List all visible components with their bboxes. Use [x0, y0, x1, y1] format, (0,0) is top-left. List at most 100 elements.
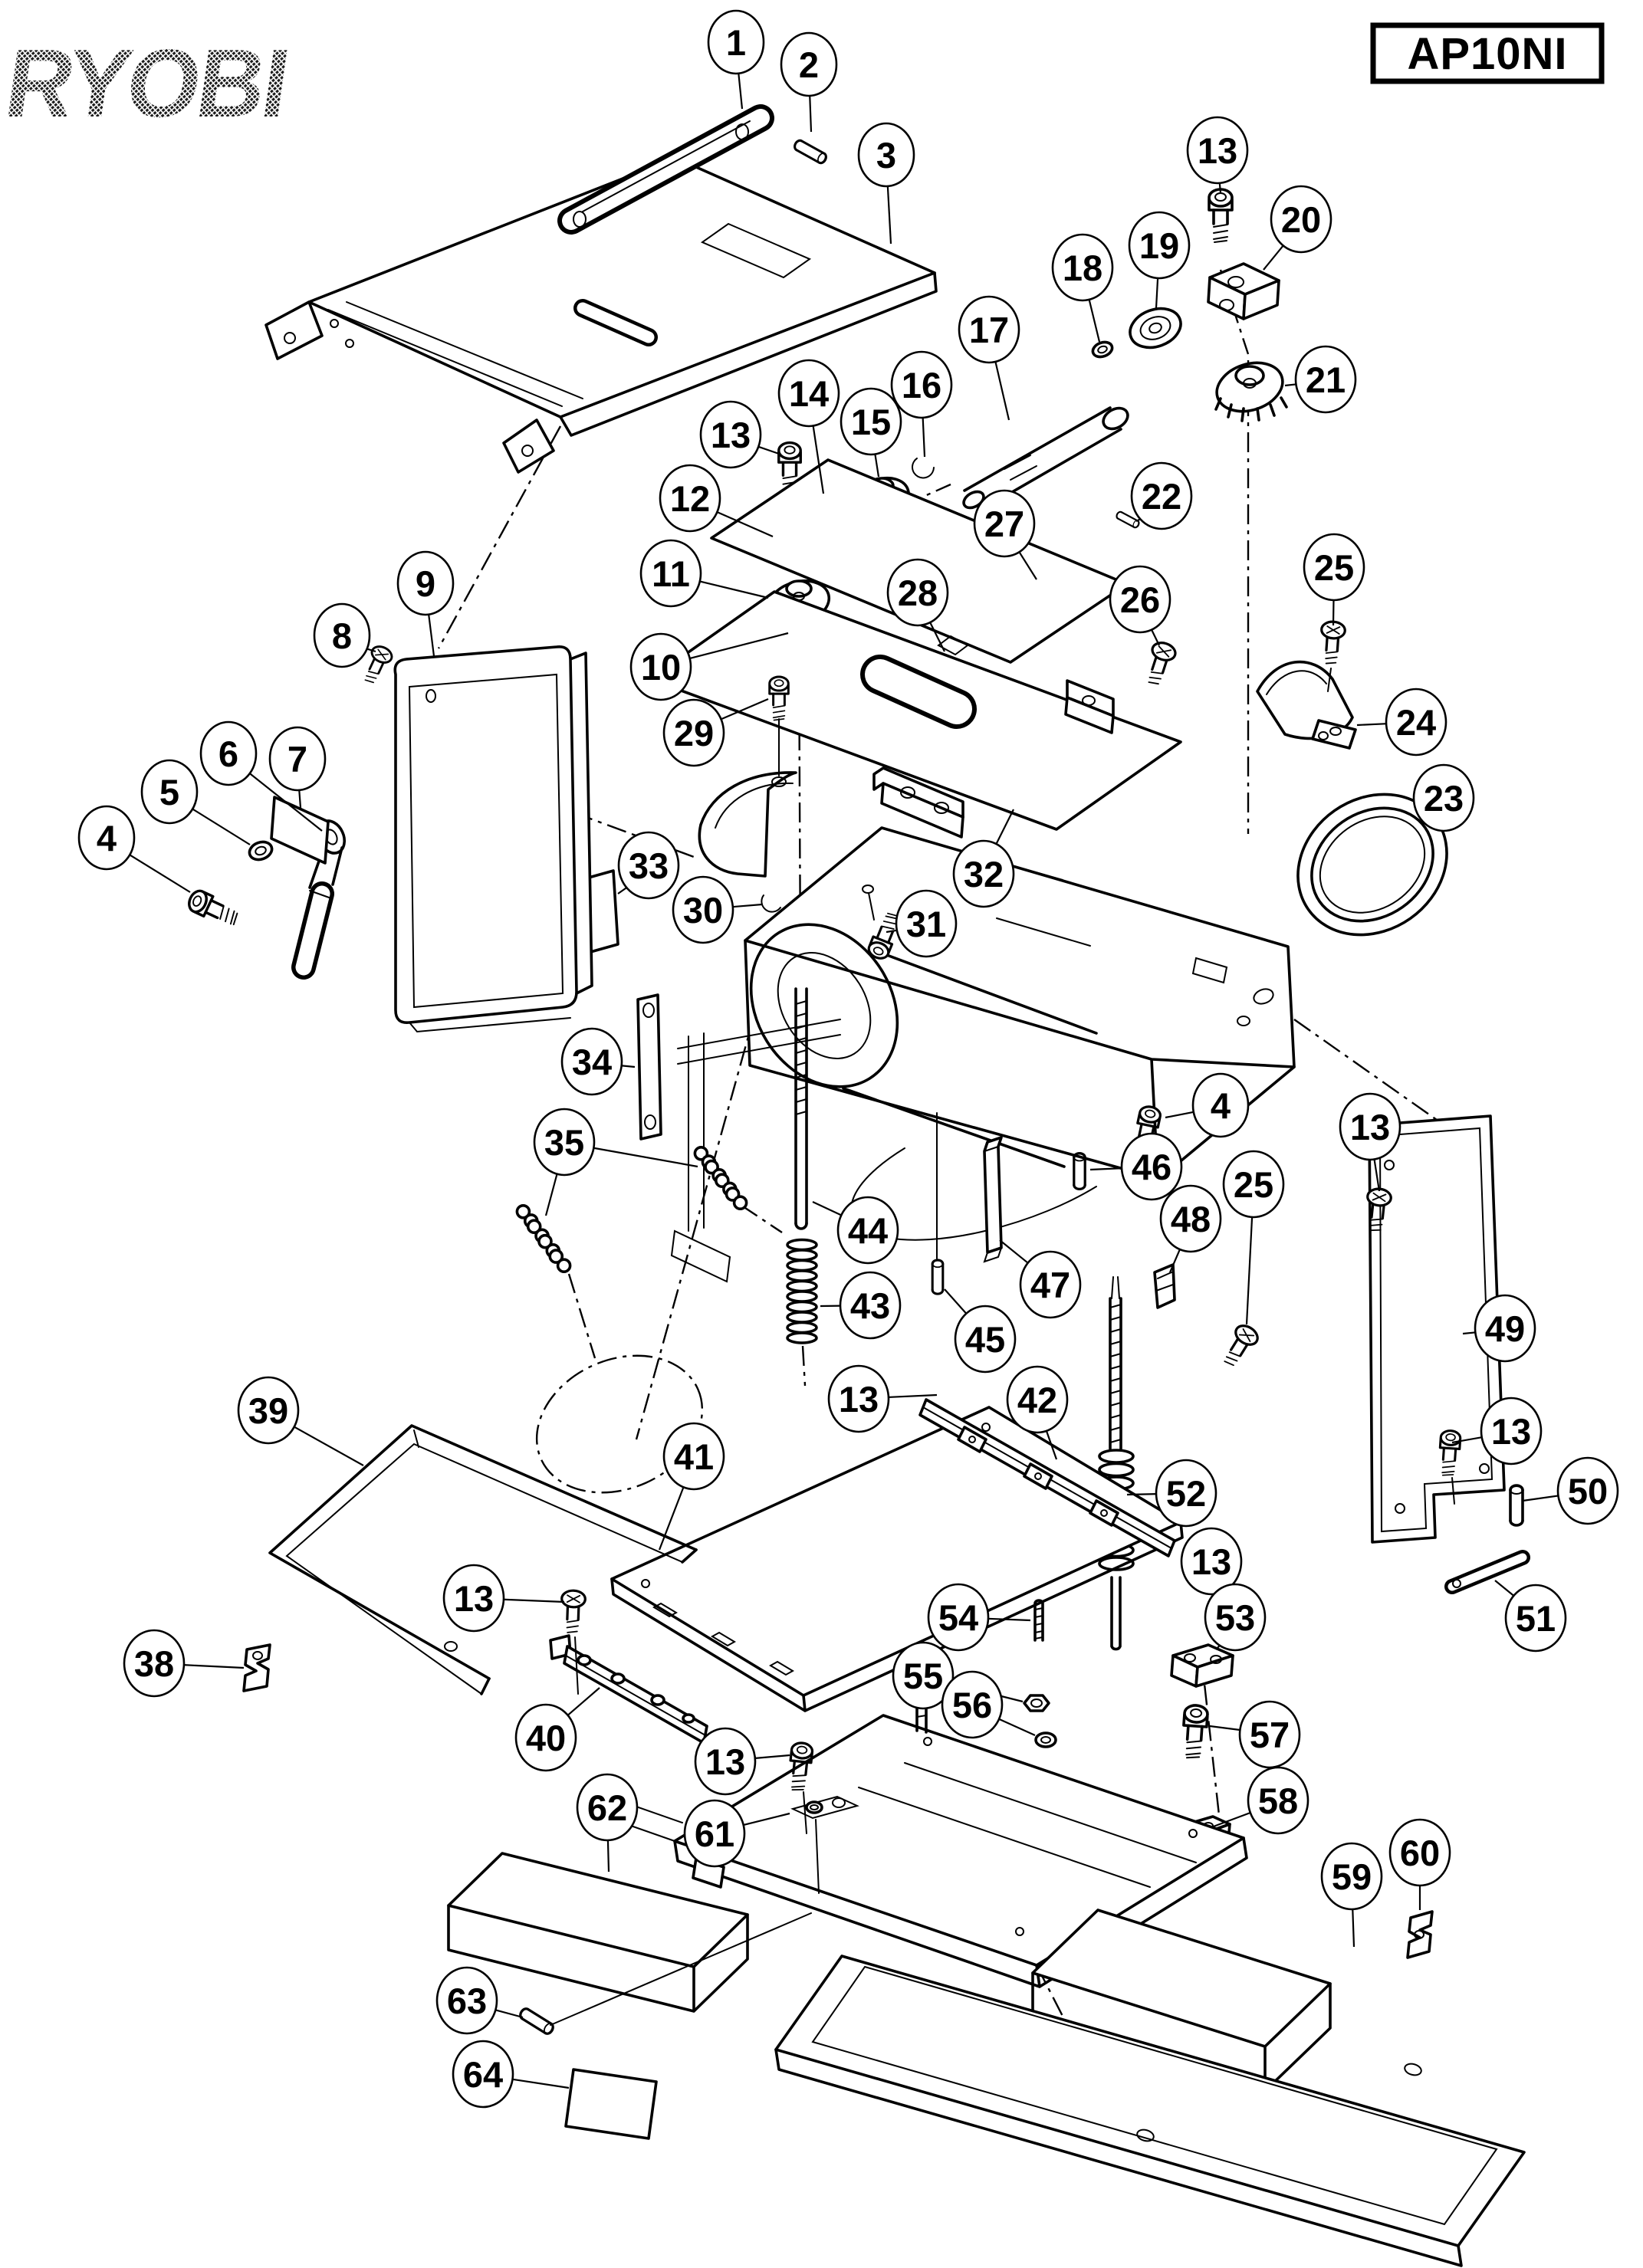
leader-b46 [1089, 1167, 1122, 1171]
part-belt-guard [1256, 619, 1357, 750]
model-label: AP10NI [1370, 22, 1605, 84]
balloon-b59: 59 [1320, 1842, 1383, 1911]
balloon-number-b58: 58 [1258, 1781, 1298, 1821]
leader-b12 [716, 510, 774, 538]
part-screw-13g-13h-61 [786, 1741, 859, 1894]
part-wedge-48 [1153, 1263, 1176, 1309]
leader-b61 [742, 1812, 790, 1827]
balloon-b22: 22 [1130, 461, 1193, 530]
leader-b7 [298, 789, 302, 809]
balloon-b13f: 13 [1180, 1527, 1243, 1596]
balloon-number-b62: 62 [587, 1787, 627, 1828]
leader-b3 [886, 185, 892, 245]
brand-logo: RYOBI [0, 29, 294, 137]
balloon-number-b63: 63 [447, 1981, 487, 2021]
balloon-number-b13g: 13 [454, 1578, 494, 1619]
balloon-number-b19: 19 [1139, 225, 1179, 266]
leader-b48 [1168, 1248, 1181, 1273]
balloon-b40: 40 [514, 1703, 577, 1772]
balloon-number-b51: 51 [1516, 1598, 1556, 1639]
leader-b57 [1209, 1725, 1241, 1731]
balloon-b4b: 4 [1191, 1072, 1250, 1138]
balloon-b6: 6 [199, 720, 258, 786]
leader-b18 [1088, 298, 1101, 343]
leader-b9 [427, 613, 435, 657]
balloon-b39: 39 [237, 1376, 300, 1445]
balloon-number-b38: 38 [134, 1643, 174, 1684]
balloon-b51: 51 [1504, 1584, 1567, 1653]
balloon-number-b59: 59 [1332, 1856, 1372, 1897]
part-guide-rod-47 [983, 1136, 1003, 1263]
balloon-number-b6: 6 [219, 734, 238, 774]
part-top-cover [265, 156, 938, 474]
part-label-7 [270, 796, 330, 865]
leader-b4a [128, 853, 191, 893]
balloon-b34: 34 [560, 1027, 623, 1096]
leader-b13c [1373, 1158, 1381, 1192]
balloon-b60: 60 [1388, 1818, 1451, 1887]
part-stud-54 [1033, 1599, 1044, 1642]
balloon-b27: 27 [973, 489, 1036, 558]
balloon-b13h: 13 [694, 1727, 757, 1796]
balloon-number-b23: 23 [1424, 778, 1464, 819]
balloon-number-b4b: 4 [1211, 1085, 1231, 1126]
part-clamp-38 [242, 1643, 271, 1692]
balloon-number-b33: 33 [629, 845, 669, 886]
part-link-34 [636, 993, 662, 1141]
leader-b39 [293, 1426, 364, 1466]
leader-b19 [1155, 277, 1159, 309]
balloon-b18: 18 [1051, 233, 1114, 302]
balloon-b3: 3 [857, 122, 915, 188]
leader-b25b [1245, 1216, 1254, 1325]
balloon-number-b25b: 25 [1234, 1164, 1273, 1205]
balloon-b55: 55 [892, 1641, 955, 1710]
part-blade-bar-42 [918, 1398, 1176, 1557]
part-clamp-60 [1406, 1910, 1434, 1959]
leader-b4b [1165, 1111, 1194, 1119]
balloon-b53: 53 [1204, 1583, 1267, 1652]
balloon-b47: 47 [1019, 1250, 1082, 1319]
leader-b31 [886, 929, 898, 934]
leader-b64 [511, 2078, 570, 2089]
balloon-number-b57: 57 [1250, 1715, 1290, 1755]
part-pin-63 [517, 1912, 812, 2037]
balloon-b32: 32 [952, 839, 1015, 908]
leader-b50 [1522, 1495, 1559, 1502]
balloon-number-b10: 10 [641, 647, 681, 688]
part-screw-57 [1180, 1703, 1210, 1761]
leader-b20 [1263, 245, 1285, 271]
leader-b54 [987, 1617, 1031, 1622]
balloon-number-b2: 2 [799, 44, 819, 85]
part-support-frame-39 [268, 1424, 698, 1695]
balloon-b26: 26 [1109, 565, 1171, 634]
balloon-b61: 61 [683, 1799, 746, 1868]
balloon-b7: 7 [268, 726, 327, 792]
leader-b42 [1045, 1429, 1058, 1460]
leader-b13b [757, 445, 780, 455]
leader-b17 [994, 360, 1010, 421]
balloon-number-b41: 41 [674, 1436, 714, 1477]
balloon-b29: 29 [662, 698, 725, 767]
leader-b13a [1218, 182, 1222, 194]
leader-b33 [617, 886, 628, 894]
leader-b62 [606, 1840, 610, 1872]
balloon-number-b50: 50 [1568, 1471, 1608, 1511]
part-bracket-53 [1170, 1643, 1234, 1688]
leader-b24 [1356, 723, 1387, 727]
part-foam-block-left [447, 1852, 749, 2013]
balloon-b63: 63 [435, 1966, 498, 2035]
balloon-b13d: 13 [827, 1364, 890, 1433]
balloon-number-b5: 5 [159, 772, 179, 812]
balloon-b50: 50 [1556, 1456, 1619, 1525]
part-pin-2 [791, 137, 830, 166]
balloon-b13a: 13 [1186, 116, 1249, 185]
balloon-b46: 46 [1120, 1132, 1183, 1201]
balloon-number-b13a: 13 [1198, 130, 1237, 171]
leader-b40 [567, 1687, 600, 1717]
balloon-number-b26: 26 [1120, 579, 1160, 620]
leader-b38 [183, 1664, 245, 1669]
balloon-number-b1: 1 [726, 22, 746, 63]
balloon-number-b13d: 13 [839, 1379, 879, 1420]
leader-b29 [720, 697, 769, 720]
balloon-b9: 9 [396, 550, 455, 616]
